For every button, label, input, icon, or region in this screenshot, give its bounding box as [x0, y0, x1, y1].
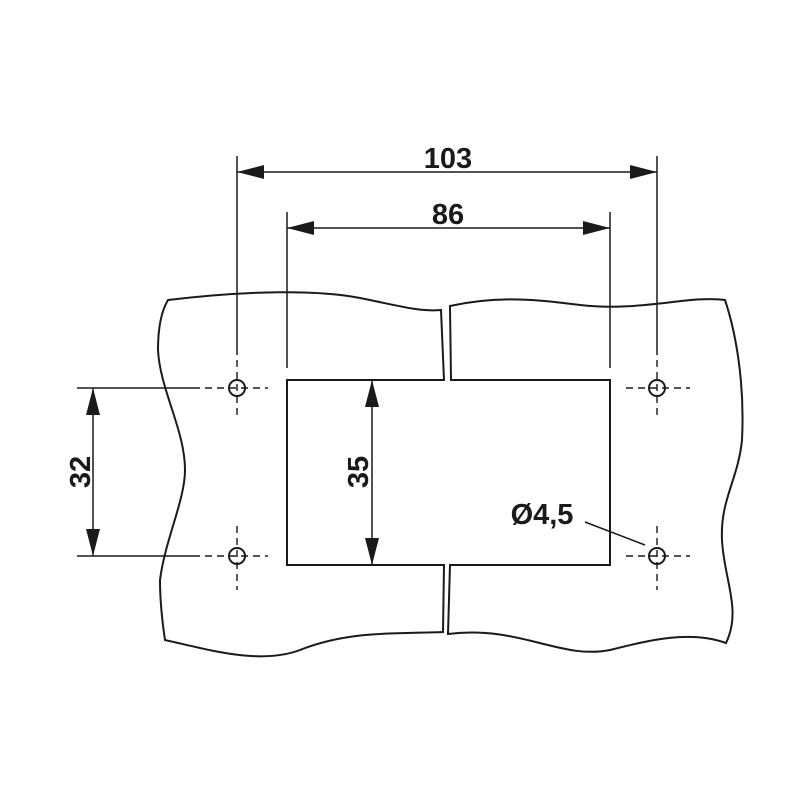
dimension-103 — [236, 156, 658, 355]
dimension-label-35: 35 — [343, 456, 375, 488]
mounting-hole-bottom-right — [626, 526, 690, 590]
diameter-leader-line — [584, 521, 646, 546]
panel-left-piece — [156, 291, 446, 658]
mounting-hole-top-right — [626, 360, 690, 416]
dimension-35 — [365, 380, 379, 565]
dimension-32 — [77, 387, 200, 557]
dimension-label-hole-diameter: Ø4,5 — [511, 499, 574, 531]
mounting-hole-bottom-left — [205, 526, 268, 590]
dimension-label-103: 103 — [424, 143, 472, 175]
dimension-label-86: 86 — [432, 199, 464, 231]
panel-right-piece — [446, 298, 744, 653]
dimension-86 — [286, 212, 611, 368]
mounting-hole-top-left — [205, 360, 268, 416]
dimension-label-32: 32 — [65, 456, 97, 488]
